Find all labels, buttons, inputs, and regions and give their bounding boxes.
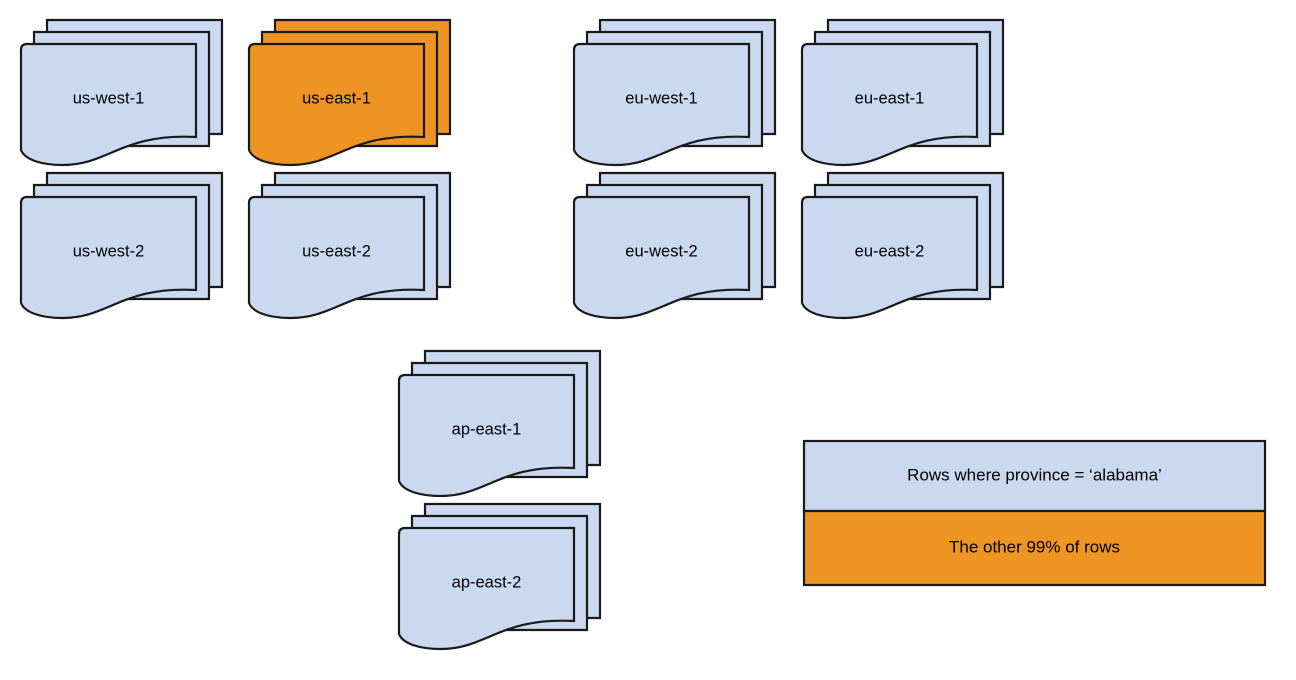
region-label-us-east-1: us-east-1 [302, 89, 371, 107]
region-label-us-west-1: us-west-1 [73, 89, 145, 107]
region-label-eu-west-1: eu-west-1 [625, 89, 697, 107]
document-stack-us-east-2[interactable]: us-east-2 [247, 171, 452, 320]
legend-layer: Rows where province = ‘alabama’ The other… [802, 439, 1267, 587]
stack-front-sheet [247, 195, 426, 320]
document-stack-eu-east-2[interactable]: eu-east-2 [800, 171, 1005, 320]
region-label-ap-east-2: ap-east-2 [452, 573, 522, 591]
stack-front-sheet [397, 526, 576, 651]
legend-label-legend-blue: Rows where province = ‘alabama’ [907, 465, 1162, 484]
region-label-us-west-2: us-west-2 [73, 242, 145, 260]
region-label-eu-west-2: eu-west-2 [625, 242, 697, 260]
region-label-eu-east-2: eu-east-2 [855, 242, 925, 260]
stack-front-sheet [800, 195, 979, 320]
document-stack-ap-east-1[interactable]: ap-east-1 [397, 349, 602, 498]
stack-front-sheet [247, 42, 426, 167]
legend-row-legend-orange: The other 99% of rows [802, 509, 1267, 587]
region-label-ap-east-1: ap-east-1 [452, 420, 522, 438]
legend-label-legend-orange: The other 99% of rows [949, 537, 1120, 556]
stack-front-sheet [19, 42, 198, 167]
document-stack-eu-east-1[interactable]: eu-east-1 [800, 18, 1005, 167]
stack-front-sheet [572, 42, 751, 167]
region-label-eu-east-1: eu-east-1 [855, 89, 925, 107]
stack-front-sheet [572, 195, 751, 320]
document-stack-us-west-1[interactable]: us-west-1 [19, 18, 224, 167]
document-stack-us-west-2[interactable]: us-west-2 [19, 171, 224, 320]
document-stack-eu-west-2[interactable]: eu-west-2 [572, 171, 777, 320]
stack-front-sheet [800, 42, 979, 167]
legend-row-legend-blue: Rows where province = ‘alabama’ [802, 439, 1267, 513]
region-label-us-east-2: us-east-2 [302, 242, 371, 260]
document-stacks-layer: us-west-1 us-east-1 eu-west-1 eu-east-1 us-w… [19, 18, 1005, 651]
stack-front-sheet [19, 195, 198, 320]
legend-swatch-blue [802, 439, 1267, 513]
document-stack-eu-west-1[interactable]: eu-west-1 [572, 18, 777, 167]
stack-front-sheet [397, 373, 576, 498]
document-stack-us-east-1[interactable]: us-east-1 [247, 18, 452, 167]
document-stack-ap-east-2[interactable]: ap-east-2 [397, 502, 602, 651]
legend-swatch-orange [802, 509, 1267, 587]
